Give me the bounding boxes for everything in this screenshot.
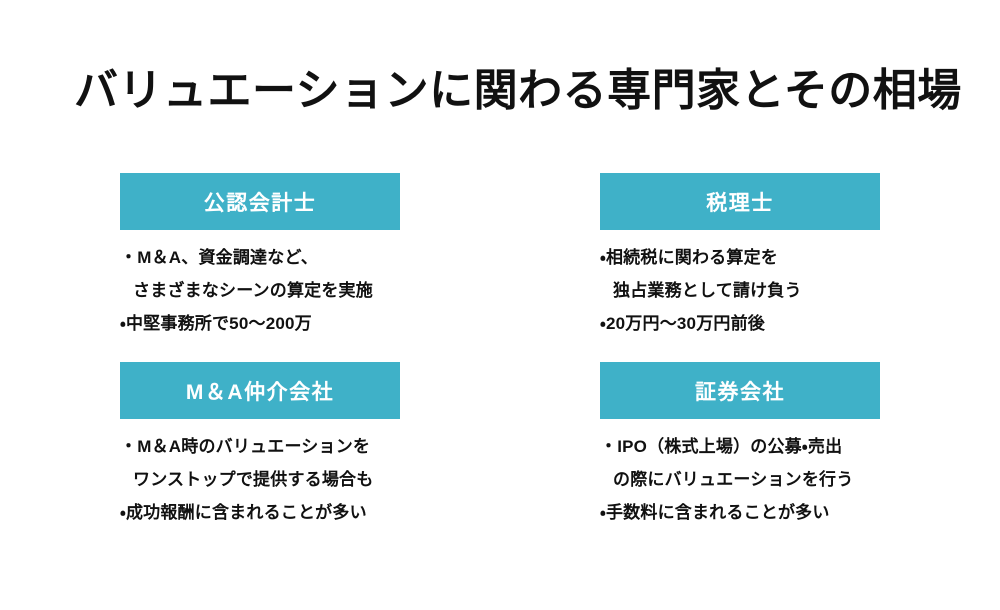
card-line: ・M＆A、資金調達など、 — [120, 248, 318, 267]
card-securities-firm: 証券会社 ・IPO（株式上場）の公募・売出 の際にバリュエーションを行う ・手数… — [600, 362, 880, 529]
card-line: さまざまなシーンの算定を実施 — [133, 281, 373, 300]
card-ma-broker: M＆A仲介会社 ・M＆A時のバリュエーションを ワンストップで提供する場合も ・… — [120, 362, 400, 529]
card-line: ・相続税に関わる算定を — [600, 248, 778, 267]
card-header-tax-accountant: 税理士 — [600, 173, 880, 230]
card-cpa: 公認会計士 ・M＆A、資金調達など、 さまざまなシーンの算定を実施 ・中堅事務所… — [120, 173, 400, 340]
card-line: ・成功報酬に含まれることが多い — [120, 503, 367, 522]
card-line: ・手数料に含まれることが多い — [600, 503, 830, 522]
card-header-securities-firm: 証券会社 — [600, 362, 880, 419]
card-line: ・M＆A時のバリュエーションを — [120, 437, 371, 456]
card-line: ワンストップで提供する場合も — [133, 470, 374, 489]
card-header-cpa: 公認会計士 — [120, 173, 400, 230]
card-line: ・IPO（株式上場）の公募・売出 — [600, 437, 843, 456]
card-body-ma-broker: ・M＆A時のバリュエーションを ワンストップで提供する場合も ・成功報酬に含まれ… — [120, 430, 440, 529]
page-title: バリュエーションに関わる専門家とその相場 — [74, 66, 962, 115]
card-tax-accountant: 税理士 ・相続税に関わる算定を 独占業務として請け負う ・20万円〜30万円前後 — [600, 173, 880, 340]
card-header-ma-broker: M＆A仲介会社 — [120, 362, 400, 419]
card-line: 独占業務として請け負う — [613, 281, 802, 300]
card-line: ・20万円〜30万円前後 — [600, 314, 765, 333]
card-body-tax-accountant: ・相続税に関わる算定を 独占業務として請け負う ・20万円〜30万円前後 — [600, 241, 920, 340]
card-body-cpa: ・M＆A、資金調達など、 さまざまなシーンの算定を実施 ・中堅事務所で50〜20… — [120, 241, 440, 340]
card-line: ・中堅事務所で50〜200万 — [120, 314, 312, 333]
card-body-securities-firm: ・IPO（株式上場）の公募・売出 の際にバリュエーションを行う ・手数料に含まれ… — [600, 430, 920, 529]
card-line: の際にバリュエーションを行う — [613, 470, 854, 489]
